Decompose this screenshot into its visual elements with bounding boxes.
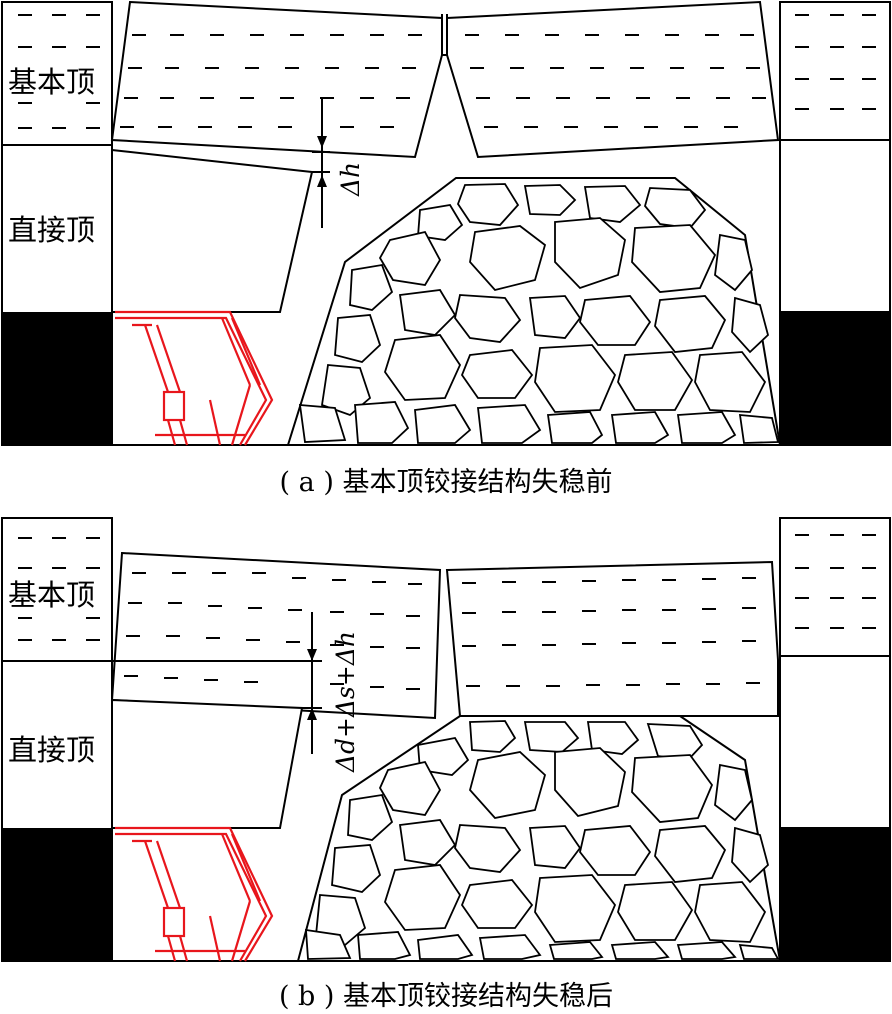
hydraulic-support-b <box>115 826 274 962</box>
delta-arrow-down-b <box>307 649 317 661</box>
main-roof-label-a: 基本顶 <box>8 65 95 99</box>
main-roof-block-right <box>446 0 780 159</box>
right-coal-seam <box>779 311 891 446</box>
immediate-roof-label-b: 直接顶 <box>8 733 95 767</box>
right-dashes <box>795 14 876 110</box>
delta-label-b: Δd+Δs+Δh <box>331 631 360 773</box>
right-immediate-roof-block <box>779 139 891 313</box>
right-main-roof-block <box>779 1 891 141</box>
right-immediate-roof-block-b <box>779 655 891 829</box>
delta-arrow-up-b <box>307 708 317 720</box>
delta-h-arrow-down <box>317 136 327 148</box>
immediate-roof-cantilever <box>111 148 314 313</box>
main-roof-label-b: 基本顶 <box>8 578 95 612</box>
caption-b: ( b ) 基本顶铰接结构失稳后 <box>279 981 613 1012</box>
left-coal-seam <box>1 312 113 446</box>
main-roof-block-right-b <box>445 560 779 717</box>
left-dashes <box>18 14 100 129</box>
gob-rocks-a <box>298 183 780 444</box>
roof-dashes-b <box>124 572 760 690</box>
right-main-roof-block-b <box>779 517 891 657</box>
left-main-roof-block <box>1 1 113 146</box>
delta-h-label: Δh <box>336 162 365 197</box>
immediate-roof-label-a: 直接顶 <box>8 213 95 247</box>
right-coal-seam-b <box>779 827 891 962</box>
left-main-roof-block-b <box>1 517 113 662</box>
roof-dashes-a <box>120 34 766 128</box>
delta-h-arrow-up <box>317 175 327 187</box>
left-dashes-b <box>18 537 100 641</box>
panel-a: Δh <box>1 0 891 498</box>
caption-a: ( a ) 基本顶铰接结构失稳前 <box>280 467 613 498</box>
left-immediate-roof-block <box>1 144 113 314</box>
left-coal-seam-b <box>1 828 113 962</box>
main-roof-block-left-b <box>110 551 442 720</box>
right-dashes-b <box>795 534 876 629</box>
immediate-roof-cantilever-b <box>111 698 304 829</box>
gob-rocks-b <box>305 720 780 960</box>
panel-b: Δd+Δs+Δh <box>1 517 891 1012</box>
hydraulic-support-a <box>115 310 274 446</box>
main-roof-block-left <box>110 0 443 159</box>
